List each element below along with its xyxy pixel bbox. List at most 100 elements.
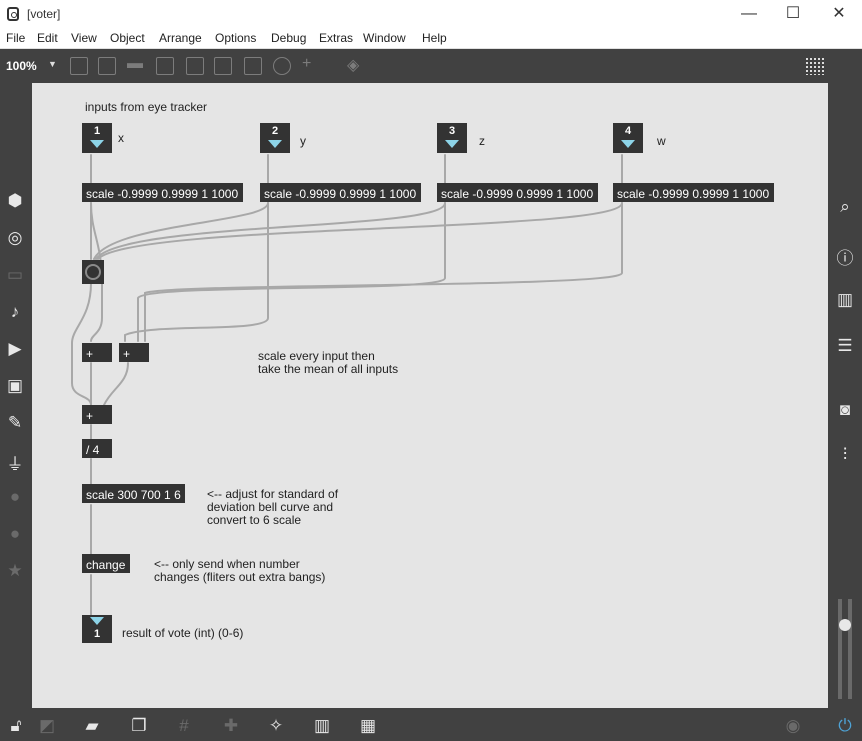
inlet-arrow-icon [445, 140, 459, 148]
patch-cord [137, 202, 446, 342]
presentation-mode-icon[interactable]: ▰ [85, 716, 99, 735]
inlet-z[interactable]: 3 [437, 123, 467, 153]
close-button[interactable]: ✕ [832, 5, 846, 22]
inlet-arrow-icon [268, 140, 282, 148]
beta-icon[interactable]: ● [9, 524, 21, 543]
plus-object-a[interactable]: + [82, 343, 112, 362]
paperclip-icon[interactable]: ✎ [7, 413, 23, 432]
new-object-icon[interactable] [70, 57, 88, 75]
volume-track-right[interactable] [848, 599, 852, 699]
patch-cord [144, 202, 623, 342]
grid-view-icon[interactable] [805, 57, 825, 75]
title-bar: [voter] — ☐ ✕ [0, 0, 862, 28]
dial-icon[interactable] [273, 57, 291, 75]
scale-object-x[interactable]: scale -0.9999 0.9999 1 1000 [82, 183, 243, 202]
media-icon[interactable]: ▶ [8, 339, 22, 358]
patch-cords [71, 154, 623, 616]
change-object[interactable]: change [82, 554, 130, 573]
mixer-icon[interactable]: ⫶ [842, 445, 848, 464]
search-icon[interactable]: ⌕ [840, 197, 850, 216]
menu-help[interactable]: Help [422, 31, 447, 45]
target-icon[interactable]: ◎ [7, 228, 23, 247]
patch-cord [93, 202, 269, 260]
bang-button[interactable] [82, 260, 104, 284]
inlet-w[interactable]: 4 [613, 123, 643, 153]
inputs-comment: inputs from eye tracker [85, 100, 208, 114]
plus-object-c[interactable]: + [82, 405, 112, 424]
inlet-y[interactable]: 2 [260, 123, 290, 153]
slider-icon[interactable] [244, 57, 262, 75]
button-object-icon[interactable] [186, 57, 204, 75]
menu-edit[interactable]: Edit [37, 31, 58, 45]
inlet-x[interactable]: 1 [82, 123, 112, 153]
play-icon[interactable]: ◉ [785, 716, 801, 735]
right-sidebar: ⌕ ⓘ ▥ ☰ ◙ ⫶ [828, 83, 862, 708]
change-comment: <-- only send when number changes (flite… [154, 557, 326, 584]
toggle-icon[interactable] [156, 57, 174, 75]
patcher-canvas[interactable]: inputs from eye tracker 1 x 2 y 3 z 4 w … [32, 83, 828, 708]
wrench-icon[interactable]: ✧ [268, 716, 284, 735]
bottom-bar: 🔓︎ ◩ ▰ ❐ # ✚ ✧ ▥ ▦ ◉ ⏻ [0, 708, 862, 741]
inlet-number: 1 [93, 125, 101, 137]
zoom-dropdown-icon[interactable]: ▼ [48, 59, 57, 69]
patch-cord [103, 362, 129, 406]
paint-bucket-icon[interactable]: ◈ [347, 57, 360, 74]
list-icon[interactable]: ☰ [837, 336, 853, 355]
menu-bar: File Edit View Object Arrange Options De… [0, 28, 862, 49]
menu-file[interactable]: File [6, 31, 26, 45]
vimeo-icon[interactable]: ● [9, 487, 21, 506]
grid-icon[interactable]: # [179, 716, 189, 735]
menu-arrange[interactable]: Arrange [159, 31, 202, 45]
outlet-result[interactable]: 1 [82, 615, 112, 643]
volume-slider-handle[interactable] [839, 619, 851, 631]
zoom-level[interactable]: 100% [6, 59, 37, 73]
maximize-button[interactable]: ☐ [785, 5, 801, 22]
divide-object[interactable]: / 4 [82, 439, 112, 458]
menu-object[interactable]: Object [110, 31, 145, 45]
music-note-icon[interactable]: ♪ [10, 302, 20, 321]
lock-icon[interactable]: 🔓︎ [10, 716, 22, 735]
object-text: scale -0.9999 0.9999 1 1000 [264, 187, 417, 201]
scale-object-y[interactable]: scale -0.9999 0.9999 1 1000 [260, 183, 421, 202]
scale-final-object[interactable]: scale 300 700 1 6 [82, 484, 185, 503]
media-object-icon[interactable] [214, 57, 232, 75]
plug-icon[interactable]: ⏚ [6, 455, 24, 474]
menu-debug[interactable]: Debug [271, 31, 307, 45]
plus-object-b[interactable]: + [119, 343, 149, 362]
menu-window[interactable]: Window [363, 31, 406, 45]
scale-object-z[interactable]: scale -0.9999 0.9999 1 1000 [437, 183, 598, 202]
camera-icon[interactable]: ◙ [839, 400, 851, 419]
menu-view[interactable]: View [71, 31, 97, 45]
bang-circle-icon [85, 264, 101, 280]
scale-object-w[interactable]: scale -0.9999 0.9999 1 1000 [613, 183, 774, 202]
info-icon[interactable]: ⓘ [836, 249, 854, 268]
windows-icon[interactable]: ❐ [131, 716, 147, 735]
object-text: change [86, 558, 126, 572]
object-text: / 4 [86, 443, 100, 457]
new-message-icon[interactable] [98, 57, 116, 75]
star-icon[interactable]: ★ [7, 561, 23, 580]
object-text: scale 300 700 1 6 [86, 488, 181, 502]
image-icon[interactable]: ▣ [6, 376, 24, 395]
left-sidebar: ⬢ ◎ ▭ ♪ ▶ ▣ ✎ ⏚ ● ● ★ [0, 83, 32, 708]
power-icon[interactable]: ⏻ [838, 716, 852, 735]
book-icon[interactable]: ▥ [836, 290, 854, 309]
patch-cord [95, 202, 446, 260]
minimize-button[interactable]: — [741, 5, 757, 22]
volume-track[interactable] [838, 599, 842, 699]
piano-icon[interactable]: ▥ [313, 716, 331, 735]
edit-mode-icon[interactable]: ◩ [38, 716, 56, 735]
adjust-comment: <-- adjust for standard of deviation bel… [207, 487, 339, 527]
object-text: scale -0.9999 0.9999 1 1000 [441, 187, 594, 201]
menu-options[interactable]: Options [215, 31, 257, 45]
menu-extras[interactable]: Extras [319, 31, 354, 45]
new-comment-icon[interactable]: ▬ [127, 55, 143, 72]
keyboard-icon[interactable]: ▦ [359, 716, 377, 735]
add-object-icon[interactable]: + [302, 55, 312, 72]
cube-icon[interactable]: ⬢ [7, 191, 23, 210]
pin-icon[interactable]: ✚ [223, 716, 239, 735]
outlet-arrow-icon [90, 617, 104, 625]
inlet-number: 4 [624, 125, 632, 137]
object-text: scale -0.9999 0.9999 1 1000 [86, 187, 239, 201]
presentation-icon[interactable]: ▭ [6, 265, 24, 284]
